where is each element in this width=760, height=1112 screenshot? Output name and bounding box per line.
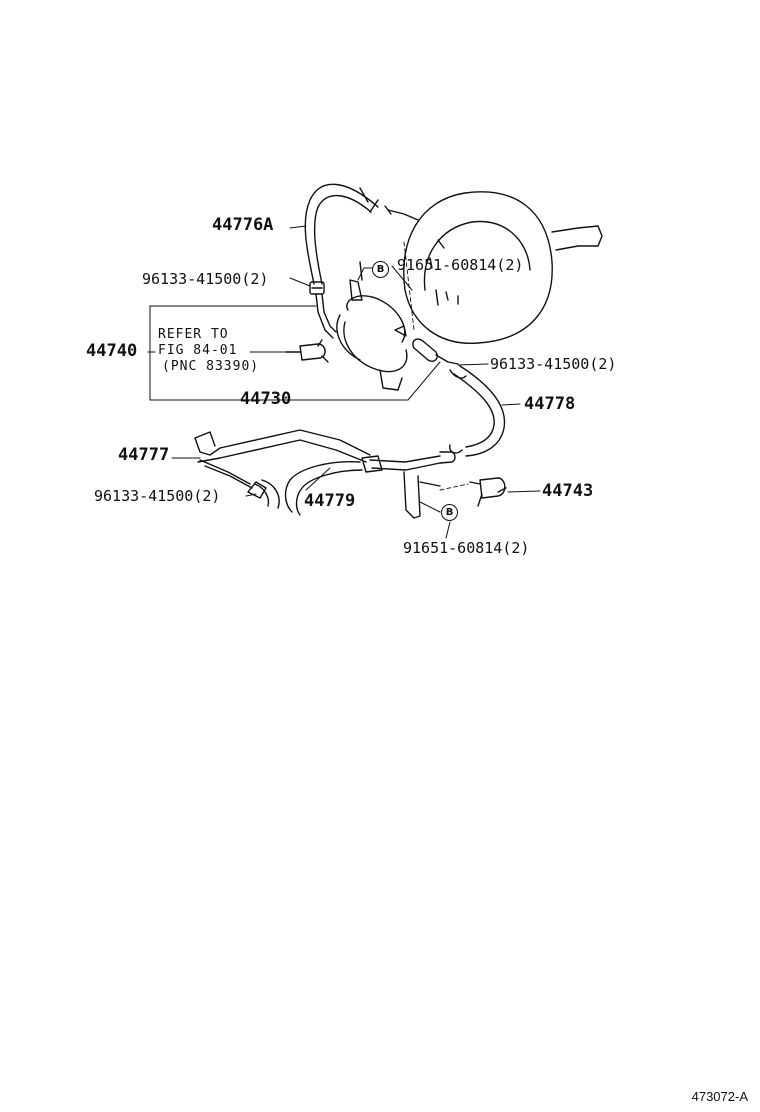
leader-lines [147, 225, 541, 539]
bolt-b-badge-top: B [372, 261, 389, 278]
diagram-code: 473072-A [691, 1089, 748, 1104]
label-refer-line3: (PNC 83390) [162, 359, 260, 374]
valve-right [412, 338, 459, 365]
label-part-44776a: 44776A [212, 215, 274, 235]
label-clip-top: 96133-41500(2) [142, 270, 269, 288]
hose-44778 [449, 365, 506, 457]
label-bolt-top: 91651-60814(2) [397, 256, 524, 274]
label-refer-line1: REFER TO [158, 327, 229, 342]
check-valve-small [285, 339, 329, 363]
bracket-lower [403, 471, 441, 519]
label-part-44779: 44779 [304, 491, 356, 511]
label-part-44740: 44740 [86, 341, 138, 361]
label-bolt-bottom: 91651-60814(2) [403, 539, 530, 557]
bolt-b-badge-bottom: B [441, 504, 458, 521]
hose-44779 [247, 460, 363, 516]
pipe-44777 [194, 429, 371, 489]
label-clip-left: 96133-41500(2) [94, 487, 221, 505]
brake-booster [384, 191, 603, 344]
label-part-44730: 44730 [240, 389, 292, 409]
pipe-right [361, 451, 456, 473]
hose-44776a [304, 183, 379, 285]
label-part-44778: 44778 [524, 394, 576, 414]
bracket-44730 [336, 261, 408, 391]
dashed-guides [403, 241, 469, 491]
label-part-44777: 44777 [118, 445, 170, 465]
label-refer-line2: FIG 84-01 [158, 343, 238, 358]
label-part-44743: 44743 [542, 481, 594, 501]
label-clip-right: 96133-41500(2) [490, 355, 617, 373]
valve-44743 [469, 477, 507, 507]
valve-line-upper [315, 293, 337, 339]
clip-top [309, 281, 325, 295]
